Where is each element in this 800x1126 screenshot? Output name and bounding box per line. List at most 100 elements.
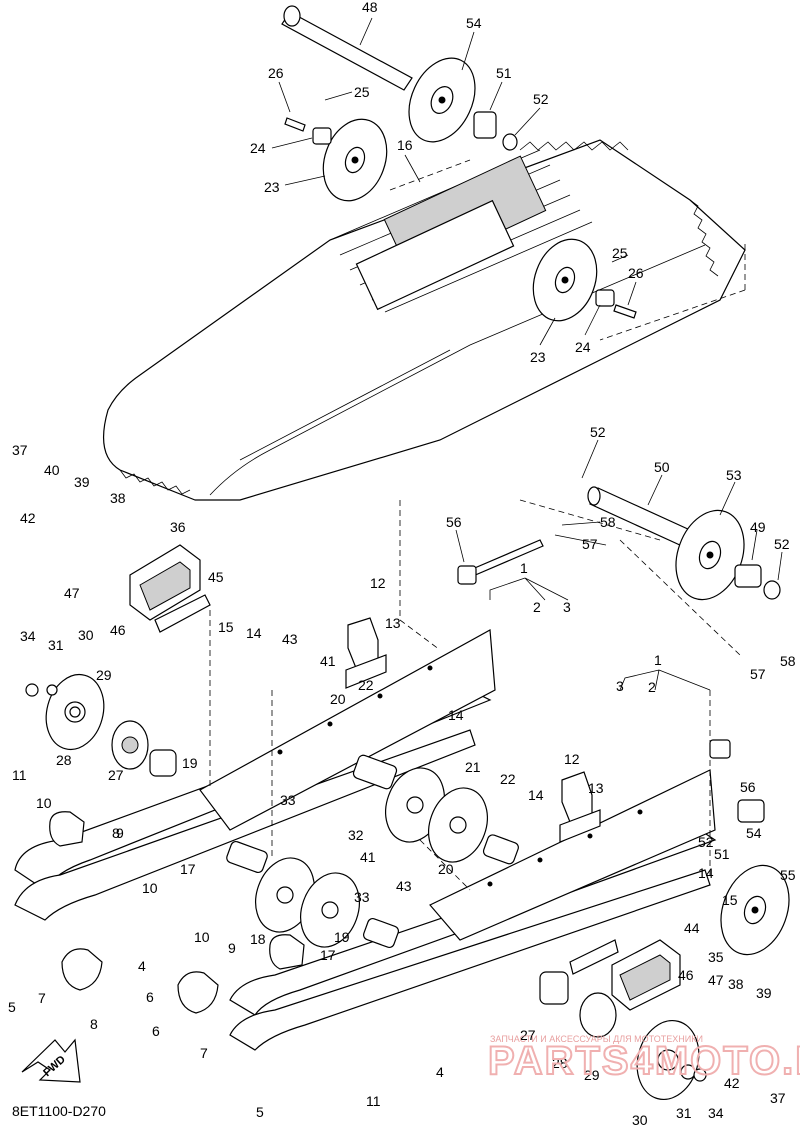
callout-number: 10 xyxy=(36,795,52,811)
callout-number: 49 xyxy=(750,519,766,535)
callout-number: 31 xyxy=(48,637,64,653)
callout-number: 8 xyxy=(90,1016,98,1032)
idler-wheel-23-upper-left xyxy=(284,117,388,202)
callout-number: 8 xyxy=(112,825,120,841)
callout-number: 5 xyxy=(8,999,16,1015)
callout-number: 58 xyxy=(600,514,616,530)
callout-number: 25 xyxy=(354,84,370,100)
assembly-lines xyxy=(209,159,746,891)
callout-number: 14 xyxy=(698,865,714,881)
callout-number: 34 xyxy=(708,1105,724,1121)
callout-number: 44 xyxy=(684,920,700,936)
callout-number: 1 xyxy=(520,560,528,576)
callout-number: 52 xyxy=(774,536,790,552)
callout-number: 26 xyxy=(628,265,644,281)
callout-number: 29 xyxy=(584,1067,600,1083)
callout-number: 37 xyxy=(12,442,28,458)
callout-number: 14 xyxy=(246,625,262,641)
callout-number: 34 xyxy=(20,628,36,644)
callout-number: 11 xyxy=(366,1093,381,1109)
diagram-code: 8ET1100-D270 xyxy=(12,1103,106,1119)
callout-number: 9 xyxy=(228,940,236,956)
wheel-assembly-right xyxy=(539,971,707,1101)
callout-number: 53 xyxy=(726,467,742,483)
callout-number: 56 xyxy=(446,514,462,530)
callout-number: 2 xyxy=(533,599,541,615)
spacer-51-top xyxy=(473,111,518,151)
callout-number: 22 xyxy=(358,677,374,693)
callout-number: 1 xyxy=(654,652,662,668)
fwd-arrow: FWD xyxy=(21,1038,81,1083)
stopper-block-35 xyxy=(569,939,681,1011)
callout-number: 43 xyxy=(396,878,412,894)
callout-number: 52 xyxy=(533,91,549,107)
callout-number: 11 xyxy=(12,767,27,783)
callout-number: 18 xyxy=(250,931,266,947)
callout-number: 22 xyxy=(500,771,516,787)
callout-number: 24 xyxy=(575,339,591,355)
callout-number: 52 xyxy=(590,424,606,440)
callout-number: 10 xyxy=(142,880,158,896)
callout-number: 57 xyxy=(750,666,766,682)
front-cap-9-right xyxy=(269,934,305,970)
callout-number: 30 xyxy=(78,627,94,643)
callout-number: 40 xyxy=(44,462,60,478)
callout-number: 25 xyxy=(612,245,628,261)
callout-number: 2 xyxy=(648,679,656,695)
callout-number: 54 xyxy=(466,15,482,31)
callout-number: 39 xyxy=(74,474,90,490)
idler-wheel-23-upper-right xyxy=(532,238,637,322)
callout-number: 26 xyxy=(268,65,284,81)
callout-number: 4 xyxy=(436,1064,444,1080)
front-cap-6-right xyxy=(177,971,219,1014)
callout-number: 48 xyxy=(362,0,378,15)
callout-number: 28 xyxy=(552,1055,568,1071)
callout-number: 58 xyxy=(780,653,796,669)
mid-wheels-21 xyxy=(352,754,519,865)
callout-number: 33 xyxy=(354,889,370,905)
callout-number: 42 xyxy=(724,1075,740,1091)
callout-number: 3 xyxy=(616,678,624,694)
callout-number: 14 xyxy=(528,787,544,803)
front-cap-9-left xyxy=(49,811,85,847)
idler-wheel-54-lower xyxy=(709,739,790,956)
callout-number: 37 xyxy=(770,1090,786,1106)
callout-number: 6 xyxy=(152,1023,160,1039)
callout-number: 23 xyxy=(530,349,546,365)
callout-number: 19 xyxy=(182,755,198,771)
bolt-56-middle xyxy=(457,539,544,585)
callout-number: 35 xyxy=(708,949,724,965)
callout-number: 16 xyxy=(397,137,413,153)
callout-number: 19 xyxy=(334,929,350,945)
idler-wheel-53 xyxy=(675,509,781,601)
callout-number: 56 xyxy=(740,779,756,795)
callout-leaders xyxy=(271,17,783,691)
callout-number: 57 xyxy=(582,536,598,552)
callout-number: 27 xyxy=(108,767,124,783)
callout-number: 7 xyxy=(38,990,46,1006)
callout-number: 12 xyxy=(564,751,580,767)
callout-number: 47 xyxy=(708,972,724,988)
callout-number: 23 xyxy=(264,179,280,195)
bracket-12-right xyxy=(559,771,601,843)
callout-number: 38 xyxy=(110,490,126,506)
callout-number: 50 xyxy=(654,459,670,475)
watermark-caption: ЗАПЧАСТИ И АКСЕССУАРЫ ДЛЯ МОТОТЕХНИКИ xyxy=(490,1034,703,1044)
callout-number: 32 xyxy=(348,827,364,843)
watermark-logo: PARTS4MOTO.RU xyxy=(488,1039,800,1083)
slide-rail-right xyxy=(229,769,717,1051)
callout-number: 36 xyxy=(170,519,186,535)
callout-number: 33 xyxy=(280,792,296,808)
callout-number: 21 xyxy=(465,759,481,775)
callout-number: 55 xyxy=(780,867,796,883)
callout-number: 47 xyxy=(64,585,80,601)
callout-number: 46 xyxy=(678,967,694,983)
callout-number: 17 xyxy=(320,947,336,963)
callout-number: 3 xyxy=(563,599,571,615)
callout-number: 30 xyxy=(632,1112,648,1126)
callout-number: 4 xyxy=(138,958,146,974)
callout-number: 41 xyxy=(360,849,376,865)
callout-number: 54 xyxy=(746,825,762,841)
